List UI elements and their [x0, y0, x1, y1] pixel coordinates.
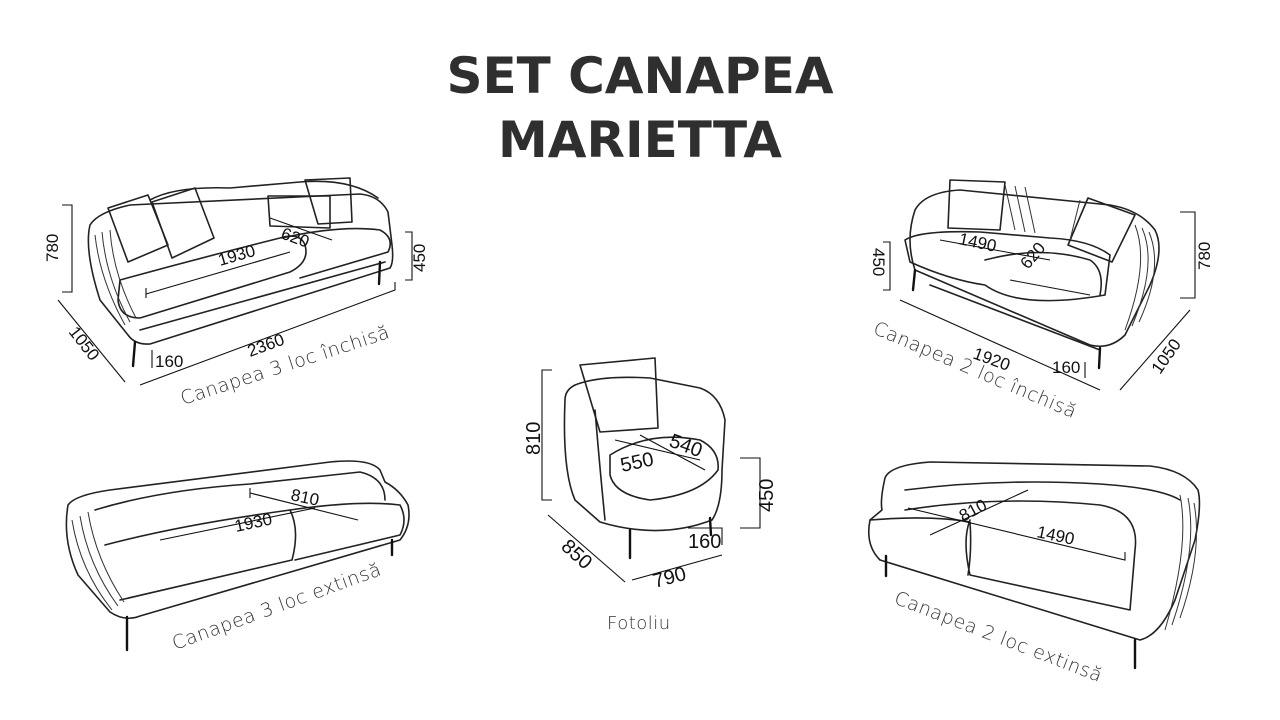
- sofa2-depth-label: 1050: [1148, 335, 1185, 377]
- armchair-drawing: [541, 357, 761, 583]
- armchair-seat-height-label: 450: [756, 479, 778, 512]
- armchair-depth-label: 850: [557, 535, 597, 574]
- sofa2-leg-height-label: 160: [1052, 358, 1080, 377]
- title-line-1: SET CANAPEA: [446, 47, 834, 105]
- sofa3-extended-drawing: [65, 460, 410, 652]
- sofa3-closed-drawing: [57, 177, 413, 386]
- armchair-height-label: 810: [523, 422, 545, 455]
- sofa2-extended-drawing: [867, 461, 1201, 670]
- sofa3-extended-caption: Canapea 3 loc extinsă: [169, 558, 384, 654]
- sofa2-seat-height-label: 450: [869, 248, 888, 276]
- armchair-leg-height-label: 160: [688, 531, 721, 553]
- sofa2-closed-drawing: [883, 179, 1196, 391]
- sofa3-height-label: 780: [43, 234, 62, 262]
- sofa3-closed-caption: Canapea 3 loc închisă: [178, 321, 393, 410]
- sofa2-ext-seat-width-label: 1490: [1035, 522, 1076, 548]
- sofa2-extended-caption: Canapea 2 loc extinsă: [891, 587, 1105, 687]
- sofa3-seat-width-label: 1930: [216, 241, 258, 270]
- sofa2-height-label: 780: [1195, 242, 1214, 270]
- sofa3-leg-height-label: 160: [155, 352, 183, 371]
- title-line-2: MARIETTA: [498, 111, 782, 169]
- sofa3-depth-label: 1050: [65, 323, 103, 365]
- armchair-seat-width-label: 550: [618, 448, 655, 476]
- sofa3-ext-seat-depth-label: 810: [289, 485, 321, 509]
- armchair-seat-depth-label: 540: [666, 430, 705, 462]
- sofa2-seat-depth-label: 620: [1017, 239, 1050, 273]
- sofa3-seat-height-label: 450: [410, 244, 429, 272]
- armchair-width-label: 790: [651, 563, 689, 593]
- page-title: SET CANAPEA MARIETTA: [340, 44, 940, 172]
- sofa3-seat-depth-label: 620: [279, 224, 312, 252]
- sofa3-ext-seat-width-label: 1930: [233, 509, 274, 535]
- armchair-caption: Fotoliu: [607, 613, 671, 634]
